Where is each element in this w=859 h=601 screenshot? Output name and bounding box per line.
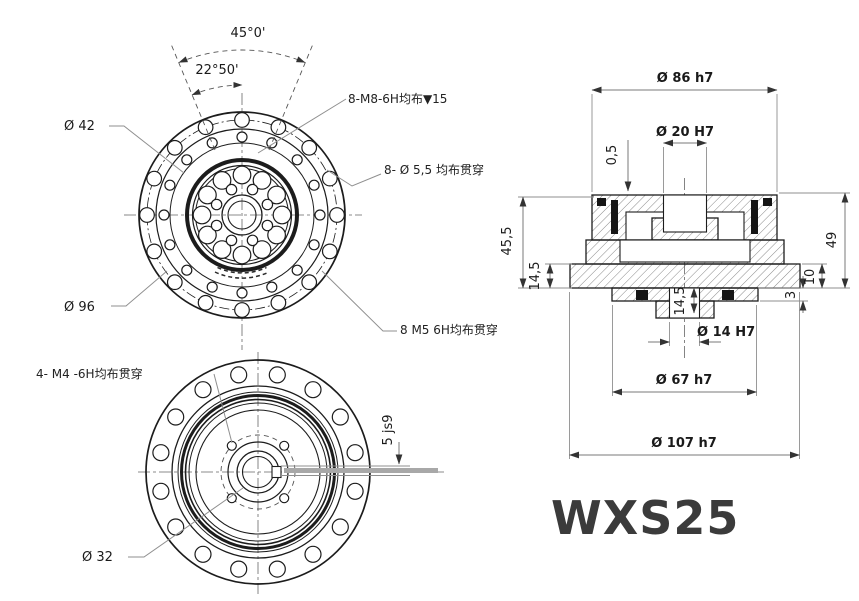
bolt-left xyxy=(611,200,618,234)
dim-dia14: Ø 14 H7 xyxy=(697,325,755,340)
leader-dia42 xyxy=(109,125,185,174)
leader-m8 xyxy=(257,98,347,154)
front-hub-edge xyxy=(191,164,293,266)
seal-right xyxy=(763,198,772,206)
dim-dia32: Ø 32 xyxy=(82,550,113,565)
seal-left xyxy=(597,198,606,206)
front-ring-72 xyxy=(169,142,315,288)
front-view: 45°0' 22°50' Ø 42 Ø 96 8-M8-6H均布▼15 8- Ø… xyxy=(64,26,498,350)
dim-05: 0,5 xyxy=(605,145,620,166)
angle-ray-left xyxy=(170,43,216,151)
front-hub-small-holes xyxy=(210,183,274,247)
leader-m4 xyxy=(213,373,233,444)
front-center-bore-outer xyxy=(221,194,263,236)
dim-49: 49 xyxy=(825,232,840,249)
dim-455: 45,5 xyxy=(500,227,515,256)
section-mid-cavity xyxy=(619,239,751,263)
dim-3: 3 xyxy=(784,291,799,299)
front-center-bore xyxy=(227,200,257,230)
bottom-m4-holes xyxy=(226,440,290,504)
bearing-left xyxy=(636,290,648,300)
section-view: Ø 86 h7 Ø 20 H7 0,5 45,5 14,5 49 10 3 14… xyxy=(500,71,850,459)
bearing-right xyxy=(722,290,734,300)
bolt-right xyxy=(751,200,758,234)
label-d55-holes: 8- Ø 5,5 均布贯穿 xyxy=(384,162,484,177)
front-thick-ring xyxy=(185,158,299,272)
label-m4-holes: 4- M4 -6H均布贯穿 xyxy=(36,366,143,381)
dim-dia42: Ø 42 xyxy=(64,119,95,134)
label-m8-holes: 8-M8-6H均布▼15 xyxy=(348,92,447,106)
keyway xyxy=(271,465,282,479)
front-inner-bolt-holes xyxy=(158,131,326,299)
label-m5-holes: 8 M5 6H均布贯穿 xyxy=(400,322,498,337)
front-ring-86 xyxy=(155,128,329,302)
leader-d55 xyxy=(326,169,382,187)
dim-145-center: 14,5 xyxy=(673,287,688,316)
angle-ray-right xyxy=(268,43,314,151)
leader-m5 xyxy=(321,270,397,332)
dim-dia86: Ø 86 h7 xyxy=(657,71,714,86)
section-input-bore xyxy=(662,194,708,233)
front-outer-flange xyxy=(138,111,346,319)
dim-dia20: Ø 20 H7 xyxy=(656,125,714,140)
bottom-bolt-holes xyxy=(152,366,364,578)
front-outer-bolt-holes xyxy=(139,112,345,318)
bottom-view: 5 js9 4- M4 -6H均布贯穿 Ø 32 xyxy=(36,352,445,594)
leader-dia96 xyxy=(111,270,168,307)
dim-dia67: Ø 67 h7 xyxy=(656,373,713,388)
angle-arc-45 xyxy=(178,49,306,63)
dim-key-5js9: 5 js9 xyxy=(381,414,396,445)
dim-10: 10 xyxy=(803,269,818,286)
dim-dia96: Ø 96 xyxy=(64,300,95,315)
dim-145-left: 14,5 xyxy=(528,262,543,291)
angle-arc-2250 xyxy=(191,81,243,96)
leader-dia32 xyxy=(128,487,244,558)
dim-angle-2250: 22°50' xyxy=(195,63,238,78)
front-hub-holes xyxy=(192,165,292,265)
section-flange xyxy=(569,263,801,289)
model-title: WXS25 xyxy=(551,491,739,545)
dim-angle-45: 45°0' xyxy=(231,26,266,41)
front-gear-teeth-arc xyxy=(214,271,270,279)
dim-dia107: Ø 107 h7 xyxy=(651,436,717,451)
